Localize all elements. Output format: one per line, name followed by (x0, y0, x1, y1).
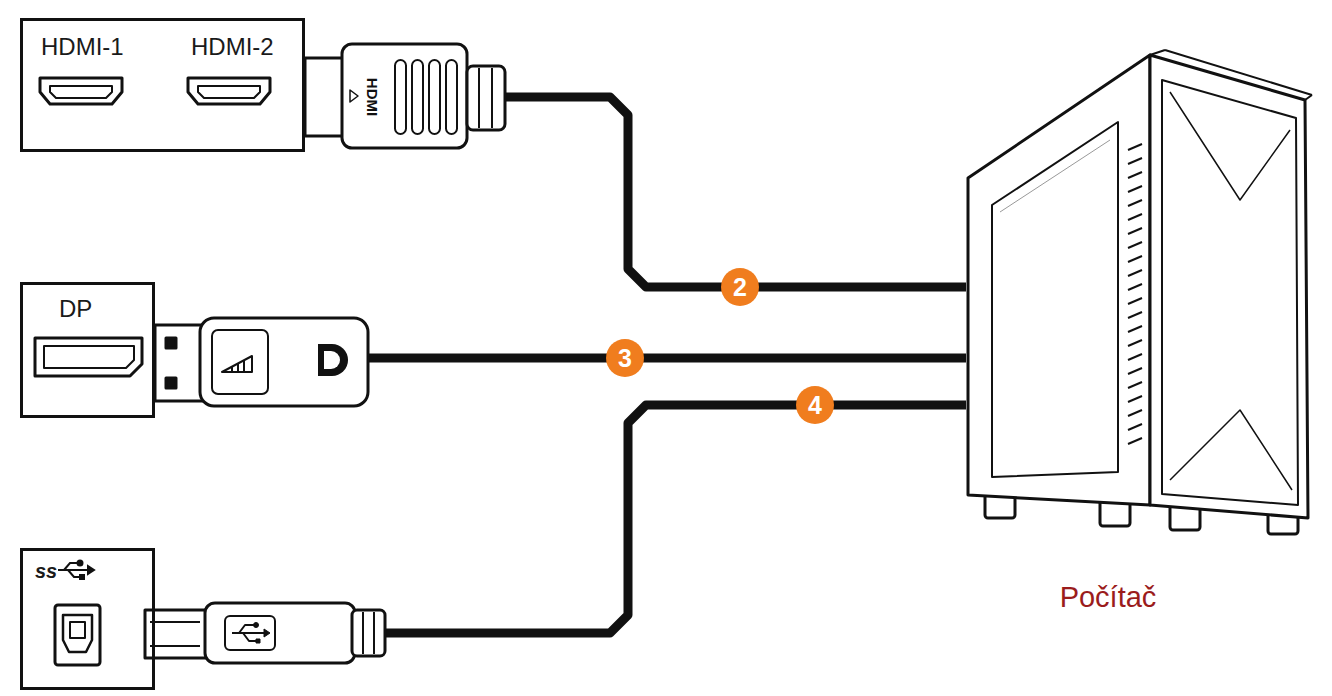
callout-number: 4 (796, 386, 834, 424)
computer: Počítač (965, 40, 1327, 640)
vent-slot (1128, 256, 1142, 262)
cable (154, 405, 966, 633)
port-label: HDMI-2 (191, 35, 274, 59)
vent-slot (1128, 284, 1142, 290)
vent-slot (1128, 438, 1142, 444)
usb-b-plug (145, 603, 385, 663)
callout-number: 3 (606, 339, 644, 377)
port-panel: ss (20, 548, 155, 690)
device-label: Počítač (1060, 583, 1157, 612)
hdmi-plug (305, 44, 505, 148)
callout-number: 3 (618, 346, 632, 371)
vent-slot (1128, 368, 1142, 374)
displayport-port (35, 338, 142, 376)
port-panel: HDMI-1 HDMI-2 (20, 18, 305, 152)
vent-slot (1128, 228, 1142, 234)
vent-slot (1128, 158, 1142, 164)
port-label: DP (59, 297, 92, 321)
plug-marking: HDMI (365, 78, 380, 116)
callout-number: 4 (808, 393, 822, 418)
vent-slot (1128, 354, 1142, 360)
vent-slot (1128, 424, 1142, 430)
vent-slot (1128, 312, 1142, 318)
vent-slot (1128, 382, 1142, 388)
port-panel: DP (20, 282, 155, 418)
callout-number: 2 (733, 275, 747, 300)
callout-number: 2 (721, 268, 759, 306)
vent-slot (1128, 410, 1142, 416)
vent-slot (1128, 340, 1142, 346)
vent-slot (1128, 200, 1142, 206)
vent-slot (1128, 298, 1142, 304)
hdmi-port (40, 78, 270, 104)
vent-slot (1128, 326, 1142, 332)
vent-slot (1128, 242, 1142, 248)
vent-slot (1128, 396, 1142, 402)
vent-slot (1128, 270, 1142, 276)
usb-b-port (55, 605, 100, 665)
pc-tower (968, 50, 1312, 534)
vent-slot (1128, 144, 1142, 150)
vent-slot (1128, 186, 1142, 192)
displayport-plug (155, 318, 368, 406)
port-label: HDMI-1 (41, 35, 124, 59)
vent-slot (1128, 214, 1142, 220)
vent-slot (1128, 172, 1142, 178)
usb-symbol (58, 561, 94, 580)
port-label: ss (35, 561, 57, 581)
